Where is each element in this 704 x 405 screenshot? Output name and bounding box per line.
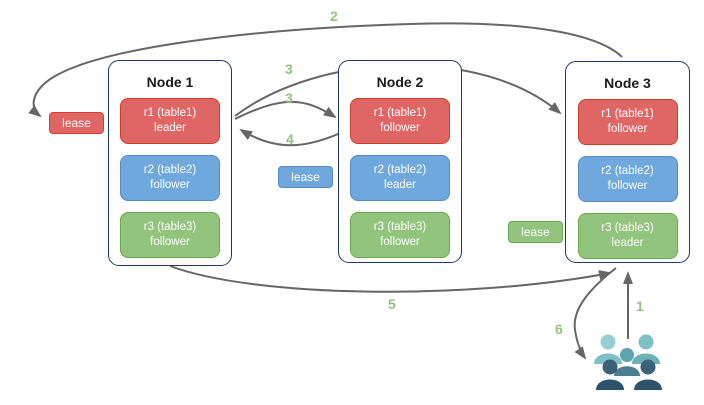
range-role: follower — [150, 236, 190, 248]
step-label-3b: 3 — [285, 90, 293, 106]
arrow-step5-node1-to-node3 — [169, 265, 612, 293]
range-label: r2 (table2) — [373, 164, 427, 177]
range-box-r3: r3 (table3) follower — [120, 212, 220, 258]
lease-badge-green: lease — [508, 221, 563, 243]
node-title: Node 3 — [604, 75, 651, 91]
node-card-1: Node 1 r1 (table1) leader r2 (table2) fo… — [108, 60, 232, 266]
range-role: follower — [380, 122, 420, 134]
users-icon — [594, 334, 662, 390]
person-back-left — [594, 334, 622, 364]
range-label: r3 (table3) — [143, 221, 197, 234]
range-label: r3 (table3) — [373, 221, 427, 234]
lease-badge-blue: lease — [278, 166, 333, 188]
range-box-r3: r3 (table3) leader — [577, 213, 678, 259]
lease-badge-red: lease — [49, 112, 104, 134]
node-card-2: Node 2 r1 (table1) follower r2 (table2) … — [338, 60, 462, 263]
range-box-r1: r1 (table1) follower — [350, 98, 450, 144]
range-role: leader — [611, 237, 644, 249]
range-role: leader — [154, 122, 186, 134]
range-label: r1 (table1) — [601, 108, 654, 121]
node-title: Node 2 — [376, 74, 424, 90]
person-front-left — [596, 359, 624, 390]
node-card-3: Node 3 r1 (table1) follower r2 (table2) … — [565, 61, 690, 263]
range-label: r2 (table2) — [601, 165, 654, 178]
range-box-r2: r2 (table2) follower — [120, 155, 220, 201]
step-label-1: 1 — [636, 298, 644, 314]
range-label: r1 (table1) — [373, 107, 427, 120]
range-role: follower — [607, 180, 648, 192]
step-label-5: 5 — [388, 296, 396, 312]
person-back-right — [632, 334, 660, 364]
step-label-2: 2 — [330, 8, 338, 24]
step-label-3a: 3 — [285, 61, 293, 77]
step-label-4: 4 — [286, 131, 294, 147]
range-box-r2: r2 (table2) follower — [577, 156, 678, 202]
range-label: r2 (table2) — [143, 164, 197, 177]
range-role: leader — [384, 179, 416, 191]
node-title: Node 1 — [146, 74, 194, 90]
arrow-step4-node2-to-node1 — [239, 128, 350, 147]
range-box-r3: r3 (table3) follower — [350, 212, 450, 258]
range-label: r3 (table3) — [601, 222, 654, 235]
range-box-r2: r2 (table2) leader — [350, 155, 450, 201]
step-label-6: 6 — [555, 321, 563, 337]
range-role: follower — [380, 236, 420, 248]
person-front-right — [634, 359, 662, 390]
range-box-r1: r1 (table1) follower — [577, 99, 678, 145]
range-role: follower — [150, 179, 190, 191]
person-middle — [614, 348, 640, 376]
range-box-r1: r1 (table1) leader — [120, 98, 220, 144]
range-role: follower — [607, 123, 648, 135]
range-label: r1 (table1) — [143, 107, 197, 120]
